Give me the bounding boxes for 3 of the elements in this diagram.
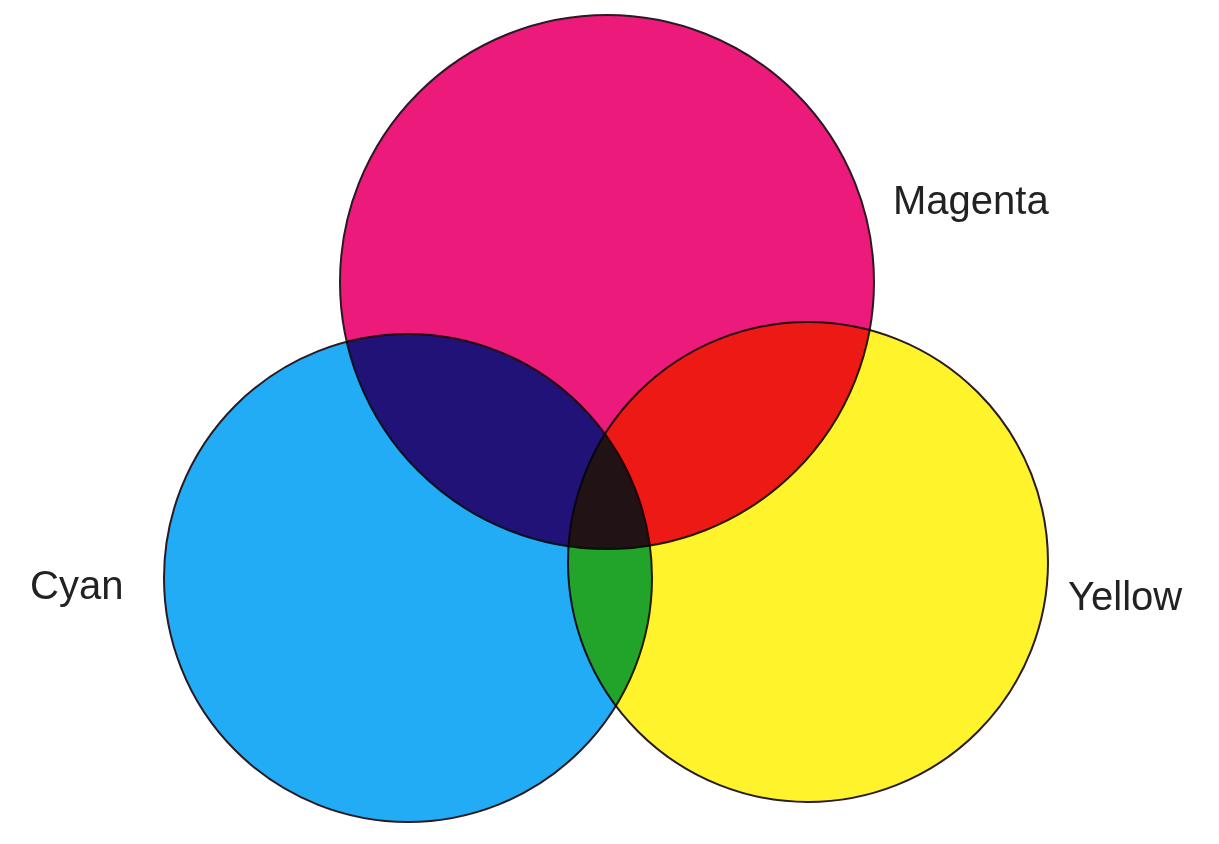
circle-label: Yellow <box>1068 574 1183 619</box>
circle-label: Magenta <box>893 178 1049 223</box>
circle-label: Cyan <box>30 563 124 608</box>
